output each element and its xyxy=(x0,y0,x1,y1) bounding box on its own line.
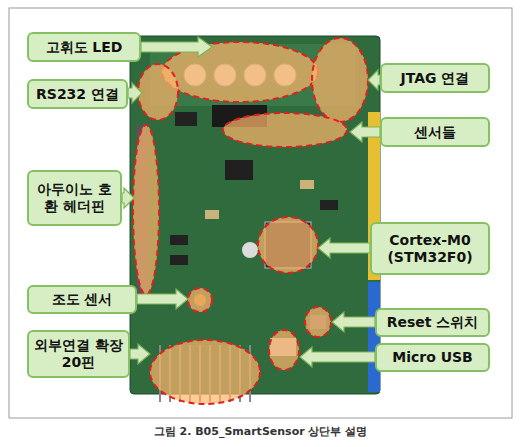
callout-box: RS232 연결 xyxy=(27,79,128,109)
block-arrow xyxy=(368,70,380,90)
callout-box: 고휘도 LED xyxy=(27,32,141,62)
callout-box: 조도 센서 xyxy=(27,285,137,314)
highlight-ellipse xyxy=(150,340,260,404)
diode xyxy=(170,255,188,265)
figure-caption: 그림 2. B05_SmartSensor 상단부 설명 xyxy=(0,424,521,439)
highlight-ellipse xyxy=(305,307,331,337)
highlight-ellipse xyxy=(138,64,178,120)
block-arrow xyxy=(350,122,380,142)
ic-chip xyxy=(225,160,253,180)
highlight-ellipse xyxy=(258,217,318,273)
resistor xyxy=(300,180,314,189)
callout-text: Micro USB xyxy=(392,349,473,366)
highlight-ellipse xyxy=(269,330,299,370)
highlight-ellipse xyxy=(223,113,347,147)
block-arrow xyxy=(300,347,375,367)
ic-chip xyxy=(175,112,197,126)
callout-box: Cortex-M0 (STM32F0) xyxy=(370,222,490,275)
callout-text: RS232 연결 xyxy=(36,86,119,103)
callout-box: 센서들 xyxy=(380,117,490,147)
block-arrow xyxy=(137,289,188,309)
diode xyxy=(170,235,188,245)
callout-box: 외부연결 확장20핀 xyxy=(27,330,130,378)
callout-box: JTAG 연결 xyxy=(380,63,490,93)
highlight-ellipse xyxy=(133,125,159,295)
callout-text: 센서들 xyxy=(414,124,456,141)
callout-text: 고휘도 LED xyxy=(46,39,123,56)
figure-frame xyxy=(9,8,512,418)
resistor xyxy=(205,210,219,219)
block-arrow xyxy=(318,238,370,258)
ic-chip xyxy=(320,200,338,210)
callout-text: Cortex-M0 (STM32F0) xyxy=(376,232,484,266)
callout-text: 조도 센서 xyxy=(52,291,113,308)
block-arrow xyxy=(332,312,375,332)
block-arrow xyxy=(128,83,142,103)
crystal xyxy=(242,242,258,258)
callout-box: 아두이노 호환 헤더핀 xyxy=(27,170,122,226)
block-arrow xyxy=(122,188,134,208)
callout-text: 아두이노 호환 헤더핀 xyxy=(33,181,116,215)
highlight-ellipse xyxy=(312,38,368,122)
highlight-ellipse xyxy=(188,288,212,312)
block-arrow xyxy=(130,344,150,364)
callout-text: 외부연결 확장20핀 xyxy=(33,337,124,371)
header-pins xyxy=(368,282,380,392)
block-arrow xyxy=(141,37,212,57)
callout-box: Reset 스위치 xyxy=(375,308,490,337)
callout-text: JTAG 연결 xyxy=(401,70,470,87)
pcb-board xyxy=(130,36,380,394)
callout-text: Reset 스위치 xyxy=(387,314,479,331)
callout-box: Micro USB xyxy=(375,343,490,372)
